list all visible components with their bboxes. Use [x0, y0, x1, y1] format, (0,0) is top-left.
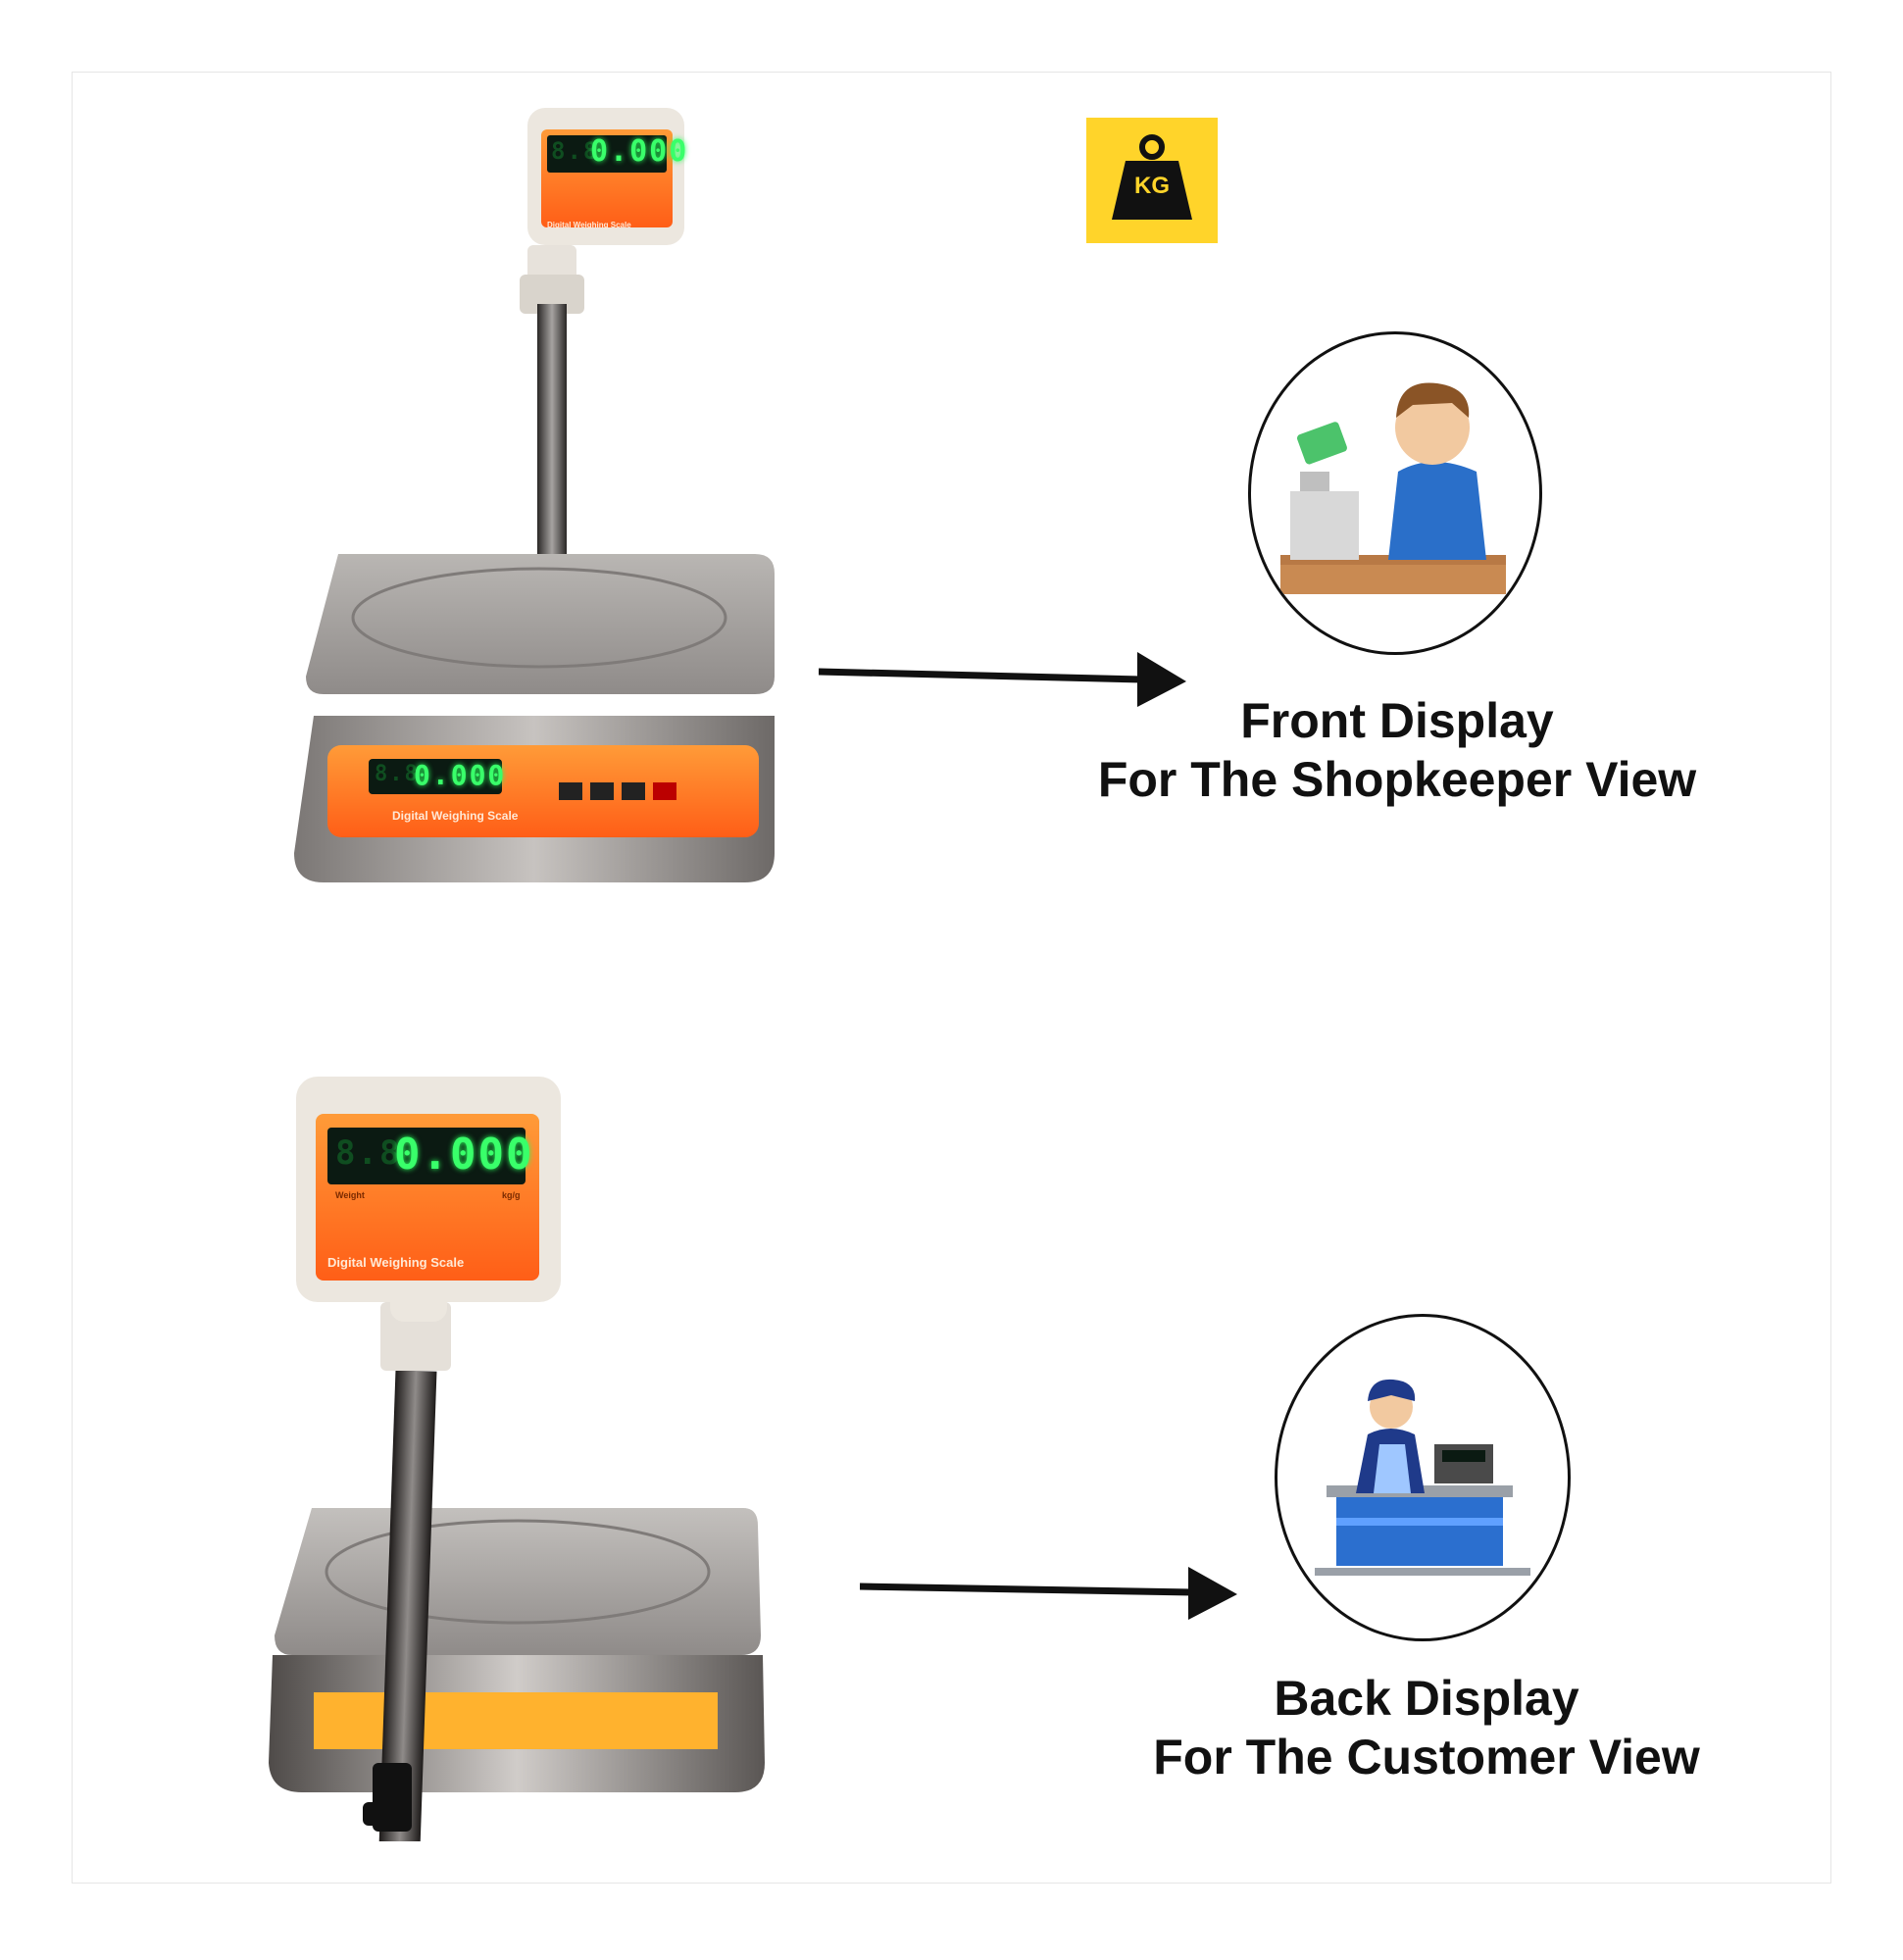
front-display-subtitle: For The Shopkeeper View [1097, 752, 1697, 807]
front-arrow-icon [819, 652, 1186, 707]
back-display-title: Back Display [1274, 1671, 1579, 1726]
bottom-scale: 8.8 0.000 Weight kg/g Digital Weighing S… [263, 1077, 773, 1841]
bottom-pole-display-small-digits: 8.8 [335, 1133, 402, 1173]
front-display-caption: Front Display For The Shopkeeper View [1049, 691, 1745, 809]
front-display-title: Front Display [1240, 693, 1554, 748]
bottom-pole-display-label: Digital Weighing Scale [327, 1255, 465, 1270]
back-display-subtitle: For The Customer View [1153, 1730, 1700, 1784]
back-display-caption: Back Display For The Customer View [1088, 1669, 1765, 1786]
bottom-pole-display-weight-label: Weight [335, 1190, 365, 1200]
top-scale: 8.8 0.000 Digital Weighing Scale 8.8 0.0… [284, 108, 794, 892]
content-frame [72, 72, 1831, 1884]
top-front-panel-small-digits: 8.8 [375, 762, 420, 786]
top-pole-display-small-digits: 8.8 [551, 137, 600, 165]
bottom-pole-display-unit: kg/g [502, 1190, 521, 1200]
top-pole-display-label: Digital Weighing Scale [547, 221, 631, 229]
kg-weight-icon: KG [1086, 118, 1218, 243]
top-front-panel-reading: 0.000 [414, 759, 507, 791]
shopkeeper-illustration [1248, 331, 1542, 655]
top-front-panel-label: Digital Weighing Scale [392, 809, 519, 823]
kg-badge-text: KG [1134, 173, 1170, 199]
customer-illustration [1275, 1314, 1571, 1641]
top-pole-display-reading: 0.000 [590, 134, 689, 169]
bottom-pole-display-reading: 0.000 [394, 1130, 534, 1180]
back-arrow-icon [860, 1567, 1237, 1620]
